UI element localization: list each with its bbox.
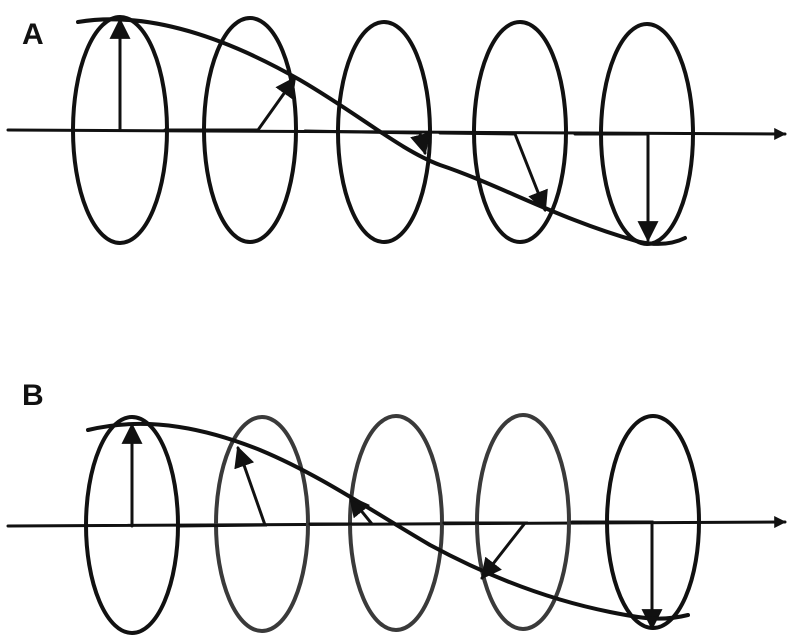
panel-a bbox=[8, 17, 785, 244]
field-vector bbox=[165, 78, 295, 130]
field-vector bbox=[178, 448, 265, 526]
panel-b bbox=[8, 415, 785, 633]
field-vector bbox=[310, 497, 372, 524]
